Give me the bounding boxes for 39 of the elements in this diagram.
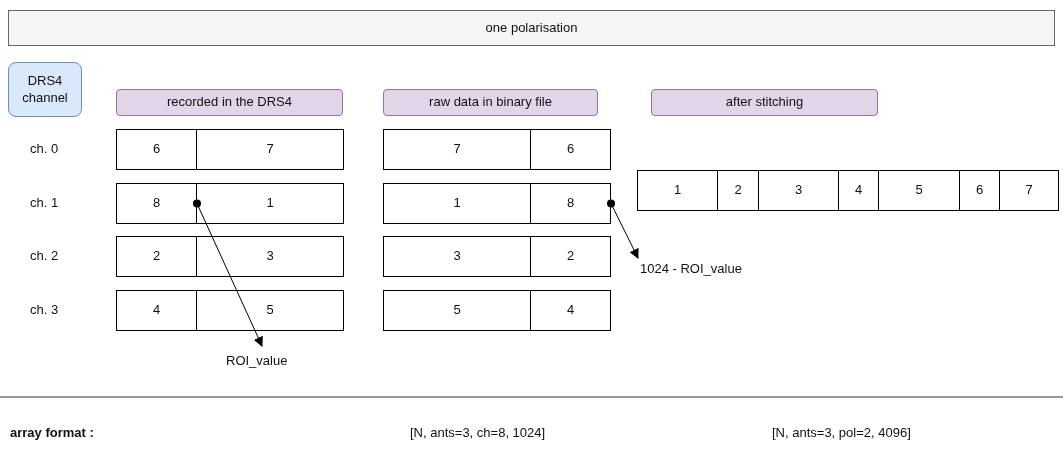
format-text: [N, ants=3, pol=2, 4096] [772,425,911,440]
data-cell: 4 [116,290,197,331]
data-cell: 2 [717,170,759,211]
data-cell: 1 [637,170,718,211]
data-cell: 2 [530,236,611,277]
data-cell: 2 [116,236,197,277]
data-cell: 5 [878,170,960,211]
data-cell: 7 [999,170,1059,211]
format-text: [N, ants=3, ch=8, 1024] [410,425,546,440]
label-box: DRS4 channel [8,62,82,117]
data-cell: 6 [116,129,197,170]
leader-line [607,199,639,259]
data-cell: 4 [530,290,611,331]
data-cell: 6 [959,170,1000,211]
row-label: ch. 1 [30,195,59,210]
header-box: recorded in the DRS4 [116,89,343,116]
data-cell: 1 [196,183,344,224]
data-cell: 3 [383,236,531,277]
data-cell: 8 [116,183,197,224]
data-cell: 3 [758,170,839,211]
row-label: ch. 2 [30,248,59,263]
title-band: one polarisation [8,10,1055,46]
data-cell: 7 [196,129,344,170]
data-cell: 1 [383,183,531,224]
data-cell: 8 [530,183,611,224]
format-label: array format : [10,425,94,440]
header-box: after stitching [651,89,878,116]
annotation-text: 1024 - ROI_value [640,258,742,280]
data-cell: 5 [383,290,531,331]
header-box: raw data in binary file [383,89,598,116]
leader-line [193,199,263,347]
data-cell: 3 [196,236,344,277]
row-label: ch. 3 [30,302,59,317]
data-cell: 5 [196,290,344,331]
row-label: ch. 0 [30,141,59,156]
data-cell: 6 [530,129,611,170]
data-cell: 7 [383,129,531,170]
annotation-text: ROI_value [226,350,288,372]
data-cell: 4 [838,170,879,211]
